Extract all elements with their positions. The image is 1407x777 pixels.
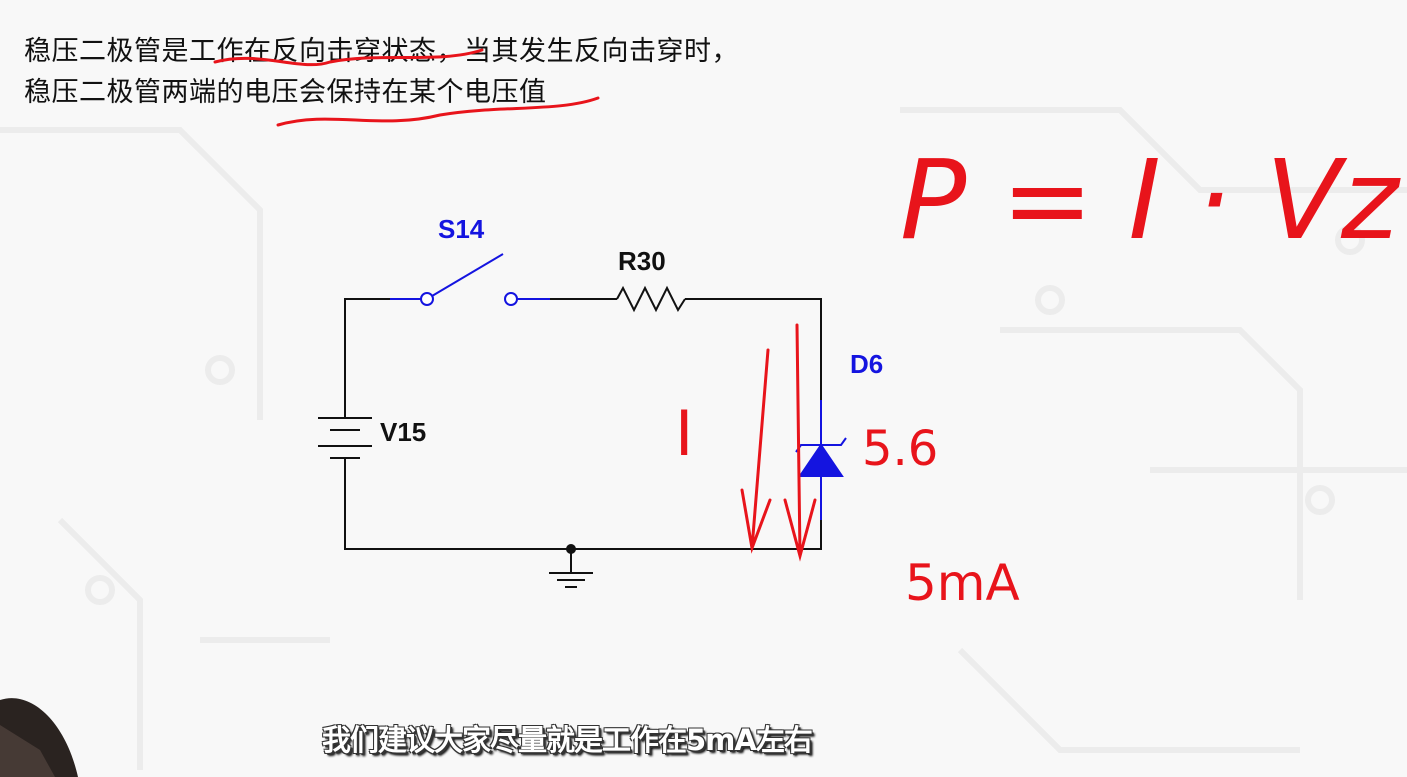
switch-terminal-right xyxy=(504,292,518,306)
underline-2 xyxy=(276,96,600,127)
slide-text-line-1: 稳压二极管是工作在反向击穿状态，当其发生反向击穿时， xyxy=(24,36,739,67)
current-annotation: I xyxy=(675,397,693,470)
video-subtitle: 我们建议大家尽量就是工作在5mA左右 xyxy=(322,723,813,757)
resistor-r30 xyxy=(616,285,686,313)
handwritten-annotations xyxy=(213,48,817,562)
current-value-annotation: 5mA xyxy=(905,554,1020,612)
wire-bottom xyxy=(344,460,822,550)
switch-terminal-left xyxy=(420,292,434,306)
zener-voltage-annotation: 5.6 xyxy=(862,421,938,477)
battery-v15 xyxy=(318,405,372,460)
switch-label: S14 xyxy=(438,214,485,244)
presenter-video-thumbnail xyxy=(0,698,78,777)
resistor-label: R30 xyxy=(618,246,666,276)
diode-label: D6 xyxy=(850,349,883,379)
current-arrow-1 xyxy=(740,348,772,554)
underline-1 xyxy=(213,48,484,67)
current-arrow-2 xyxy=(783,323,817,562)
wire-left-top xyxy=(344,298,390,405)
zener-diode-d6 xyxy=(795,400,847,520)
source-label: V15 xyxy=(380,417,426,447)
wires xyxy=(344,298,822,550)
switch-s14 xyxy=(390,253,550,306)
wire-top-right xyxy=(685,298,822,400)
ground-symbol xyxy=(549,544,593,588)
switch-lever xyxy=(431,253,504,297)
formula-annotation: P = I · Vz xyxy=(900,136,1401,264)
slide-text-line-2: 稳压二极管两端的电压会保持在某个电压值 xyxy=(24,77,547,108)
